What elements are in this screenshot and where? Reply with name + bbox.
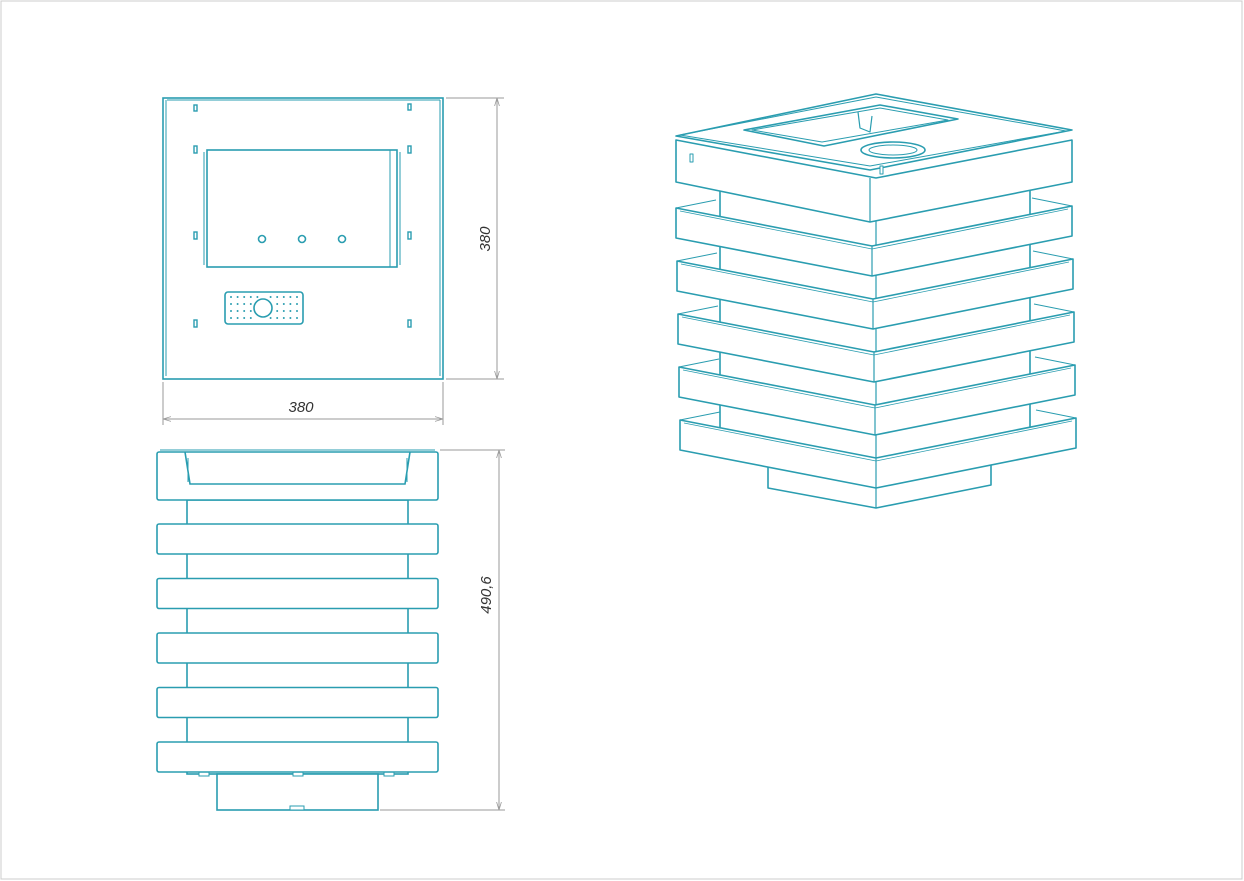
perforation-dot	[269, 317, 272, 319]
base-slot	[289, 805, 305, 811]
perforation-dot	[243, 296, 246, 298]
perforation-dot	[296, 317, 298, 319]
perforation	[230, 296, 298, 319]
perforation-dot	[282, 317, 285, 319]
front-view-dimensions	[380, 449, 505, 811]
front-slat	[156, 523, 439, 555]
perforation-dot	[289, 317, 292, 319]
perforation-dot	[236, 303, 239, 305]
iso-slat	[676, 250, 1074, 330]
iso-slat	[679, 409, 1077, 489]
top-view-dimensions	[162, 97, 504, 425]
perforation-dot	[282, 303, 285, 305]
perforation-dot	[276, 317, 279, 319]
perforation-dot	[282, 310, 285, 312]
isometric-view	[675, 93, 1077, 509]
hole	[337, 234, 347, 244]
iso-slats	[675, 197, 1077, 489]
fixing-slots	[193, 103, 412, 328]
base-plinth	[216, 773, 379, 811]
perforation-dot	[243, 303, 246, 305]
perforation-dot	[236, 310, 239, 312]
perforation-dot	[230, 303, 232, 305]
perforation-dot	[282, 296, 285, 298]
perforation-dot	[256, 296, 259, 298]
dim-top-width: 380	[288, 399, 314, 416]
perforation-dot	[289, 296, 292, 298]
hole	[257, 234, 267, 244]
iso-top-box	[675, 93, 1073, 223]
ashtray-grid	[224, 291, 304, 325]
top-plate-outline	[162, 97, 444, 380]
perforation-dot	[289, 310, 292, 312]
iso-slat	[675, 197, 1073, 277]
perforation-dot	[276, 303, 279, 305]
top-opening	[206, 149, 398, 268]
top-view	[162, 97, 444, 380]
iso-slat	[677, 303, 1075, 383]
perforation-dot	[269, 296, 272, 298]
perforation-dot	[236, 317, 239, 319]
dim-top-depth: 380	[477, 226, 494, 252]
perforation-dot	[230, 310, 232, 312]
perforation-dot	[249, 296, 252, 298]
iso-top-opening	[743, 104, 959, 147]
front-view	[156, 449, 439, 811]
iso-slat	[678, 356, 1076, 436]
front-slat	[156, 686, 439, 719]
perforation-dot	[236, 296, 239, 298]
perforation-dot	[276, 296, 279, 298]
perforation-dot	[249, 303, 252, 305]
perforation-dot	[230, 296, 232, 298]
perforation-dot	[276, 310, 279, 312]
perforation-dot	[243, 310, 246, 312]
top-box	[156, 451, 439, 501]
perforation-dot	[289, 303, 292, 305]
dim-front-height: 490,6	[478, 576, 495, 614]
ashtray-hole	[253, 298, 273, 318]
front-slat	[156, 577, 439, 610]
perforation-dot	[230, 317, 232, 319]
front-slat	[156, 741, 439, 773]
perforation-dot	[243, 317, 246, 319]
perforation-dot	[249, 310, 252, 312]
perforation-dot	[296, 303, 298, 305]
iso-ashtray	[860, 141, 926, 159]
perforation-dot	[296, 296, 298, 298]
perforation-dot	[249, 317, 252, 319]
front-slats	[156, 523, 439, 773]
perforation-dot	[296, 310, 298, 312]
hole	[297, 234, 307, 244]
front-slat	[156, 632, 439, 664]
